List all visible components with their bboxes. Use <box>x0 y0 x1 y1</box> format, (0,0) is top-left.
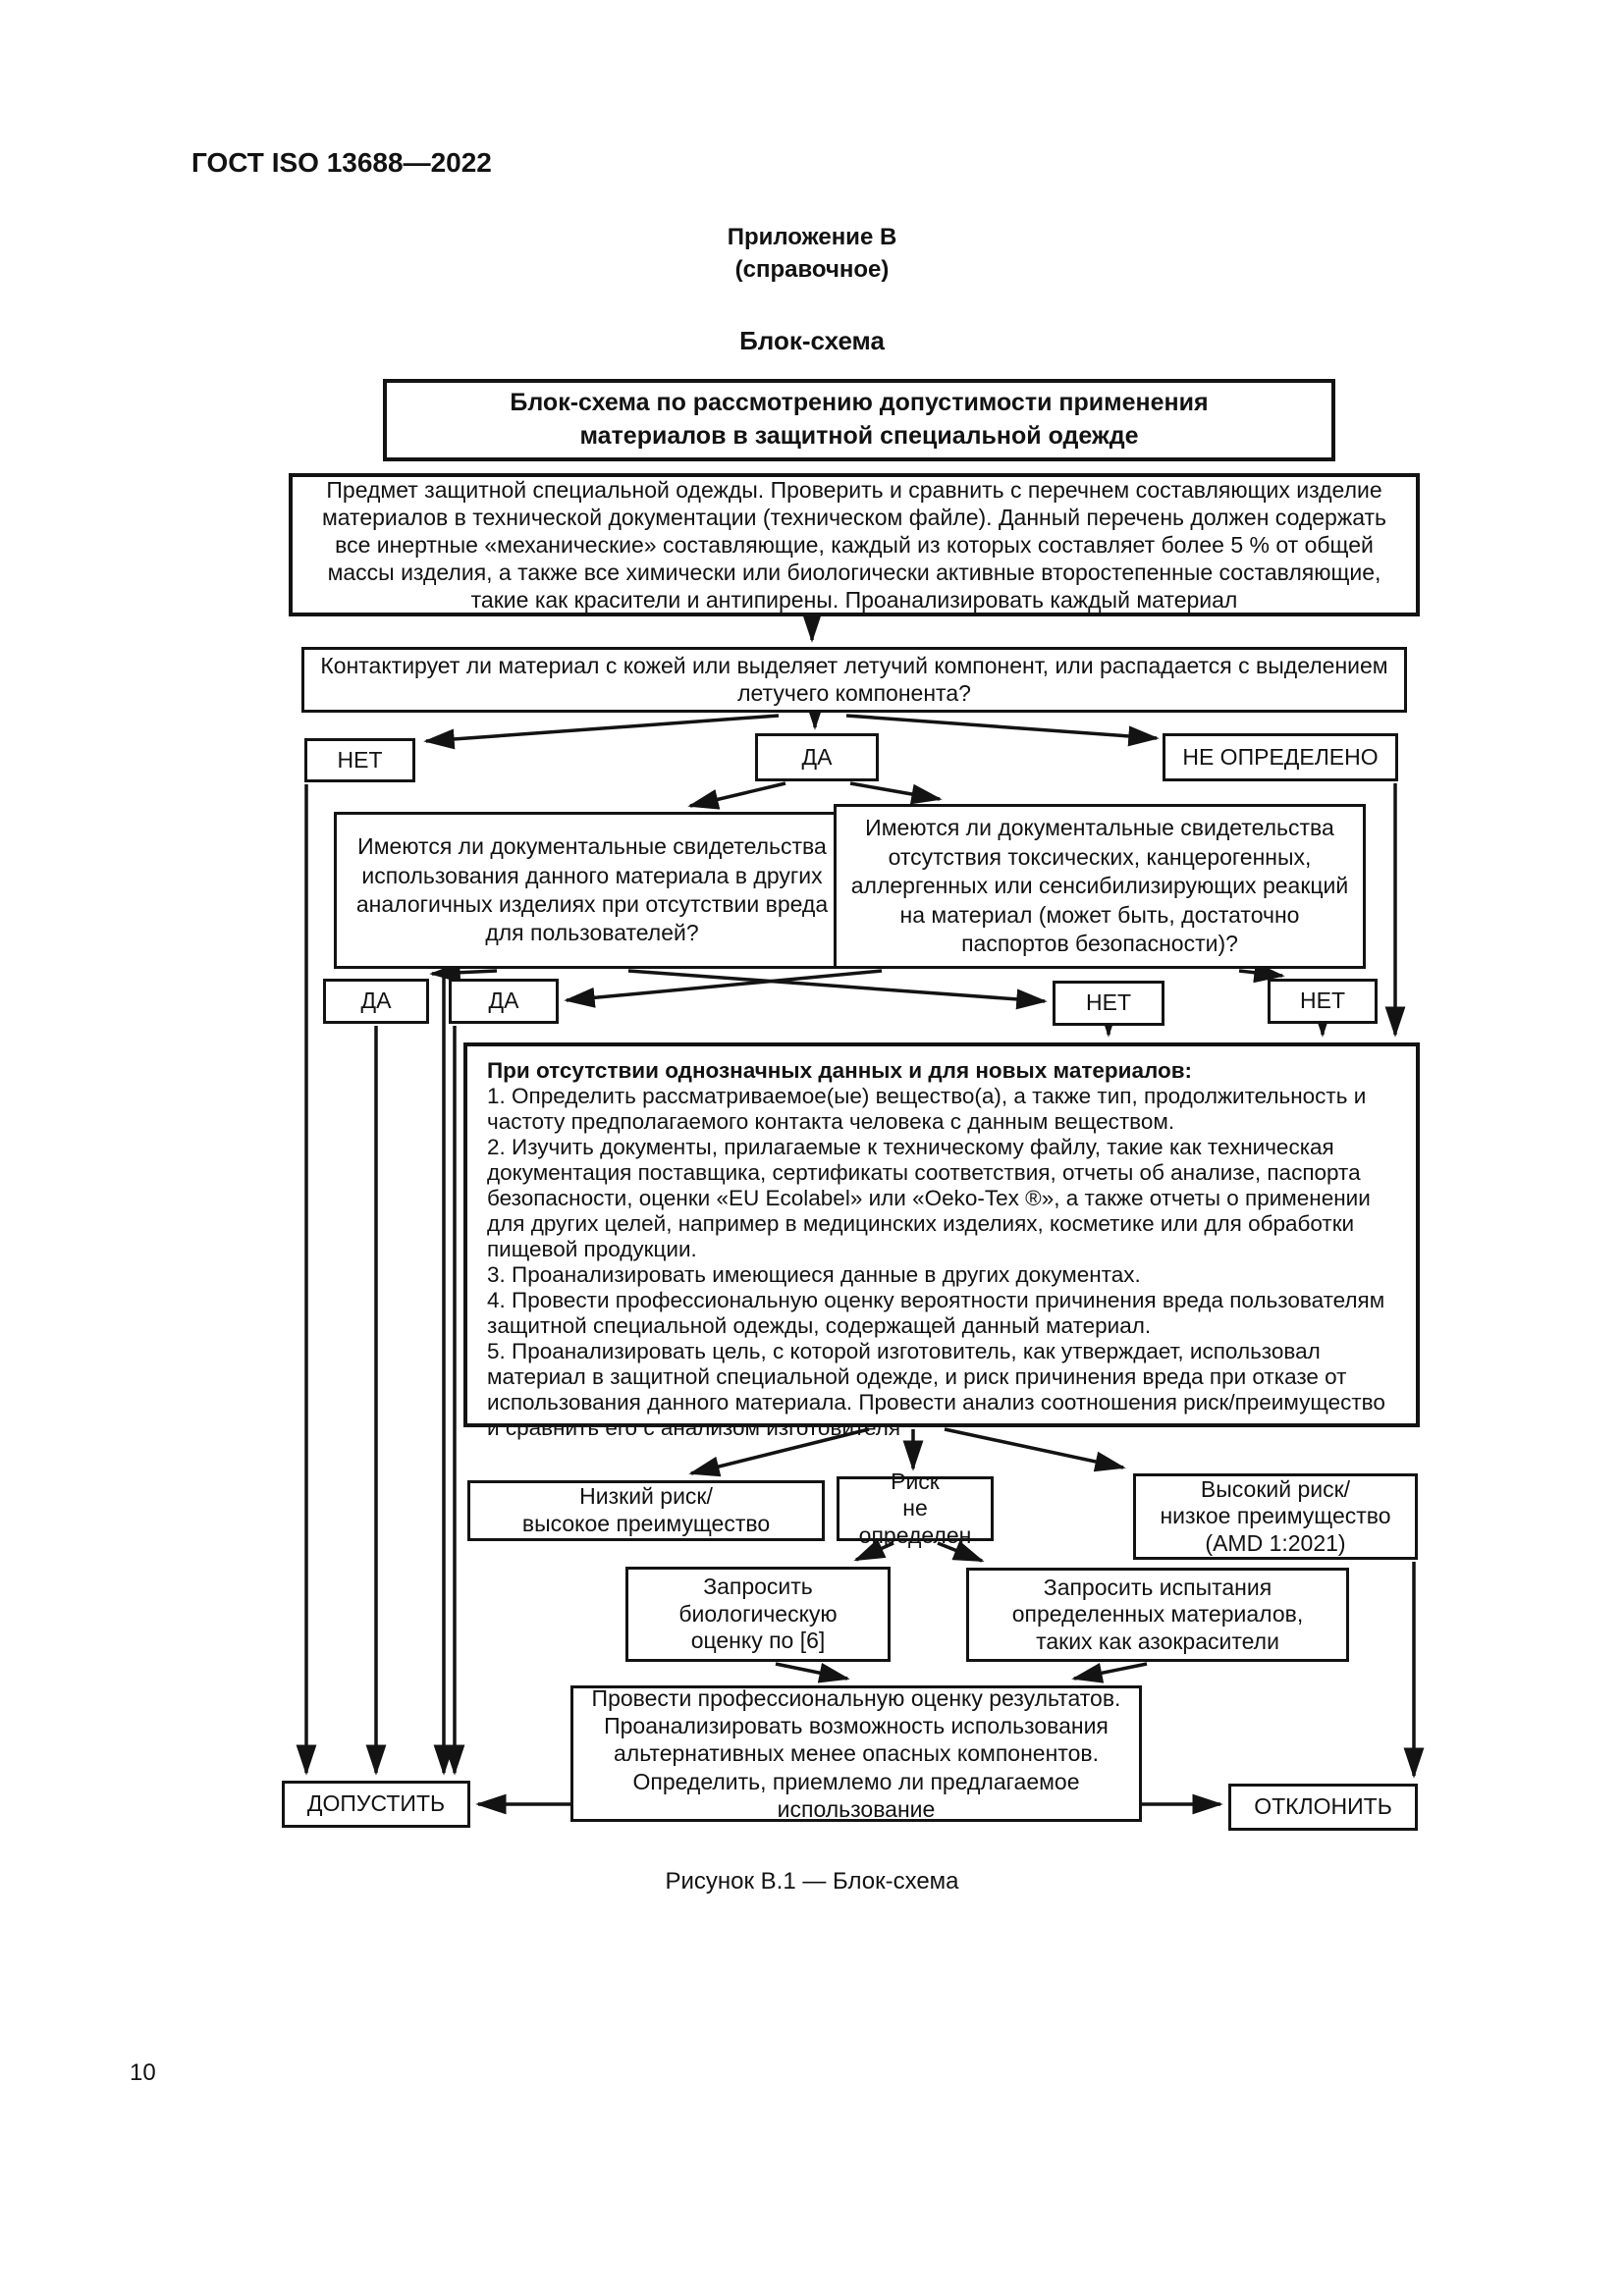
assessment-item-1: 1. Определить рассматриваемое(ые) вещест… <box>487 1084 1367 1134</box>
request-bio-box: Запросить биологическую оценку по [6] <box>625 1567 891 1662</box>
question-evidence-absence-box: Имеются ли документальные свидетельства … <box>834 804 1366 969</box>
assessment-box: При отсутствии однозначных данных и для … <box>463 1042 1420 1440</box>
high-risk-line-1: Высокий риск/ <box>1200 1475 1351 1502</box>
answer-yes1-box: ДА <box>323 979 429 1024</box>
doc-reference: ГОСТ ISO 13688—2022 <box>191 147 492 178</box>
arrow-qleft-to-yes1 <box>429 962 498 984</box>
answer-no2-box: НЕТ <box>1268 979 1378 1024</box>
low-risk-box: Низкий риск/ высокое преимущество <box>467 1480 825 1541</box>
intro-box: Предмет защитной специальной одежды. Про… <box>289 473 1420 616</box>
arrow-q1-to-no <box>423 714 780 750</box>
figure-caption: Рисунок В.1 — Блок-схема <box>665 1868 959 1895</box>
assessment-item-5: 5. Проанализировать цель, с которой изго… <box>487 1339 1385 1440</box>
section-title: Блок-схема <box>739 326 885 355</box>
request-test-line-2: определенных материалов, <box>1011 1601 1304 1628</box>
page-number: 10 <box>130 2059 156 2086</box>
arrow-qright-to-no2 <box>1238 962 1285 984</box>
assessment-item-2: 2. Изучить документы, прилагаемые к техн… <box>487 1135 1371 1261</box>
answer-no-box: НЕТ <box>304 738 415 782</box>
appendix-label: Приложение В <box>727 224 897 250</box>
arrow-q1-to-undefined <box>845 714 1160 747</box>
arrow-qleft-to-no1 <box>627 969 1048 1010</box>
answer-undefined-box: НЕ ОПРЕДЕЛЕНО <box>1163 733 1398 781</box>
arrow-bio-to-result <box>775 1662 850 1683</box>
assessment-item-4: 4. Провести профессиональную оценку веро… <box>487 1288 1385 1338</box>
request-test-box: Запросить испытания определенных материа… <box>966 1568 1349 1662</box>
question-contact-box: Контактирует ли материал с кожей или выд… <box>301 647 1407 713</box>
arrow-yes-to-qright <box>849 781 943 805</box>
assessment-heading: При отсутствии однозначных данных и для … <box>487 1058 1193 1083</box>
answer-yes2-box: ДА <box>449 979 559 1024</box>
risk-undefined-line-2: не определен <box>858 1495 972 1548</box>
result-evaluation-box: Провести профессиональную оценку результ… <box>570 1685 1142 1822</box>
risk-undefined-line-1: Риск <box>891 1468 940 1494</box>
high-risk-line-2: низкое преимущество <box>1160 1503 1391 1529</box>
risk-undefined-box: Риск не определен <box>837 1468 994 1548</box>
request-bio-line-2: биологическую <box>678 1600 838 1627</box>
arrow-test-to-result <box>1071 1662 1148 1683</box>
arrow-yes-to-qleft <box>687 781 786 810</box>
request-bio-line-1: Запросить <box>703 1574 813 1600</box>
assessment-item-3: 3. Проанализировать имеющиеся данные в д… <box>487 1262 1141 1287</box>
high-risk-box: Высокий риск/ низкое преимущество (AMD 1… <box>1133 1473 1418 1560</box>
flowchart-title-line-2: материалов в защитной специальной одежде <box>579 422 1139 450</box>
admit-box: ДОПУСТИТЬ <box>282 1781 470 1828</box>
low-risk-line-1: Низкий риск/ <box>579 1483 713 1510</box>
request-test-line-1: Запросить испытания <box>1043 1574 1272 1600</box>
appendix-type: (справочное) <box>734 256 890 283</box>
reject-box: ОТКЛОНИТЬ <box>1228 1784 1418 1831</box>
low-risk-line-2: высокое преимущество <box>521 1511 771 1536</box>
request-test-line-3: таких как азокрасители <box>1036 1628 1279 1654</box>
high-risk-line-3: (AMD 1:2021) <box>1205 1529 1346 1556</box>
flowchart-title-box: Блок-схема по рассмотрению допустимости … <box>383 379 1335 461</box>
request-bio-line-3: оценку по [6] <box>690 1628 826 1654</box>
question-evidence-use-box: Имеются ли документальные свидетельства … <box>334 812 850 969</box>
flowchart-title-line-1: Блок-схема по рассмотрению допустимости … <box>510 389 1209 417</box>
answer-no1-box: НЕТ <box>1053 981 1164 1026</box>
answer-yes-box: ДА <box>755 733 879 781</box>
arrow-qright-to-yes2 <box>564 969 883 1008</box>
